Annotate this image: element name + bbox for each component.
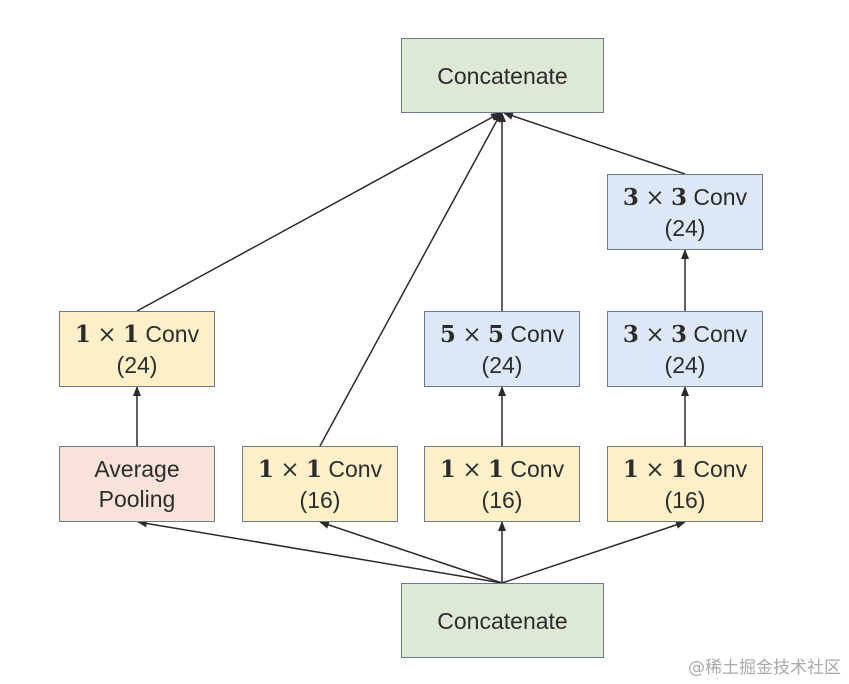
node-label-line2: (24) <box>664 214 706 241</box>
node-label-line1: 1 × 1 Conv <box>439 455 565 483</box>
arrow-concat-to-conv1x1-a <box>319 521 503 584</box>
arrow-pool-conv-to-concat <box>136 112 501 312</box>
conv3x3-second-node: 3 × 3 Conv (24) <box>607 174 763 250</box>
arrow-conv1x1-a-to-concat <box>319 112 502 447</box>
average-pooling-node: Average Pooling <box>59 446 215 522</box>
node-label-line1: 1 × 1 Conv <box>257 455 383 483</box>
conv1x1-3x3-branch-node: 1 × 1 Conv (16) <box>607 446 763 522</box>
node-label-line1: Average <box>94 456 180 482</box>
node-label-line2: (24) <box>481 351 523 378</box>
node-label-line2: Pooling <box>98 486 176 512</box>
conv3x3-first-node: 3 × 3 Conv (24) <box>607 311 763 387</box>
node-label-line2: (24) <box>664 351 706 378</box>
node-label-line1: 1 × 1 Conv <box>622 455 748 483</box>
watermark: @稀土掘金技术社区 <box>688 658 841 678</box>
node-label: Concatenate <box>437 62 568 89</box>
node-label-line1: 5 × 5 Conv <box>439 320 565 348</box>
node-label-line1: 3 × 3 Conv <box>622 183 748 211</box>
node-label-line1: 1 × 1 Conv <box>74 320 200 348</box>
node-label-line2: (16) <box>299 486 341 513</box>
node-label-line1: 3 × 3 Conv <box>622 320 748 348</box>
arrow-concat-to-pool <box>137 519 503 584</box>
node-label-line2: (16) <box>481 486 523 513</box>
arrow-concat-to-conv1x1-c <box>501 521 686 584</box>
conv1x1-5x5-branch-node: 1 × 1 Conv (16) <box>424 446 580 522</box>
node-label-line2: (24) <box>116 351 158 378</box>
concatenate-output-node: Concatenate <box>401 38 604 113</box>
conv1x1-direct-branch-node: 1 × 1 Conv (16) <box>242 446 398 522</box>
concatenate-input-node: Concatenate <box>401 583 604 658</box>
node-label-line2: (16) <box>664 486 706 513</box>
conv5x5-node: 5 × 5 Conv (24) <box>424 311 580 387</box>
pool-branch-conv1x1-node: 1 × 1 Conv (24) <box>59 311 215 387</box>
arrow-conv3x3-b-to-concat <box>503 112 686 175</box>
node-label: Concatenate <box>437 607 568 634</box>
